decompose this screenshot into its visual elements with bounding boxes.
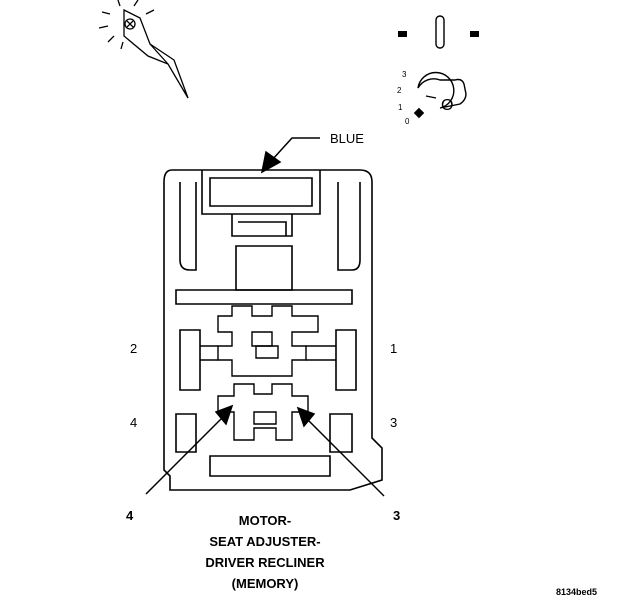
probe-light-icon <box>98 0 189 99</box>
caption-line-3: DRIVER RECLINER <box>205 555 325 570</box>
figure-id: 8134bed5 <box>556 587 598 597</box>
connector-color-label: BLUE <box>330 131 364 146</box>
pointer-label-3: 3 <box>393 508 401 523</box>
cavity-label-4: 4 <box>130 415 138 430</box>
caption-line-4: (MEMORY) <box>231 576 299 591</box>
caption-line-2: SEAT ADJUSTER- <box>209 534 321 549</box>
blue-pointer-arrow <box>260 137 320 174</box>
caption-line-1: MOTOR- <box>238 513 292 528</box>
cavity-label-1: 1 <box>390 341 398 356</box>
key-position-0: 0 <box>405 117 410 126</box>
cavity-4-pointer-arrow <box>145 404 234 495</box>
cavity-3-pointer-arrow <box>296 406 385 497</box>
cavity-label-3: 3 <box>390 415 398 430</box>
key-position-3: 3 <box>402 70 407 79</box>
pointer-label-4: 4 <box>126 508 134 523</box>
connector-body <box>163 169 383 491</box>
key-letter: O <box>441 97 454 114</box>
ignition-switch-icon <box>398 15 479 49</box>
cavity-label-2: 2 <box>130 341 138 356</box>
key-position-1: 1 <box>398 103 403 112</box>
ignition-key-icon <box>413 71 467 119</box>
lower-terminal-cavities <box>217 383 309 441</box>
key-position-2: 2 <box>397 86 402 95</box>
upper-terminal-cavities <box>200 305 336 377</box>
